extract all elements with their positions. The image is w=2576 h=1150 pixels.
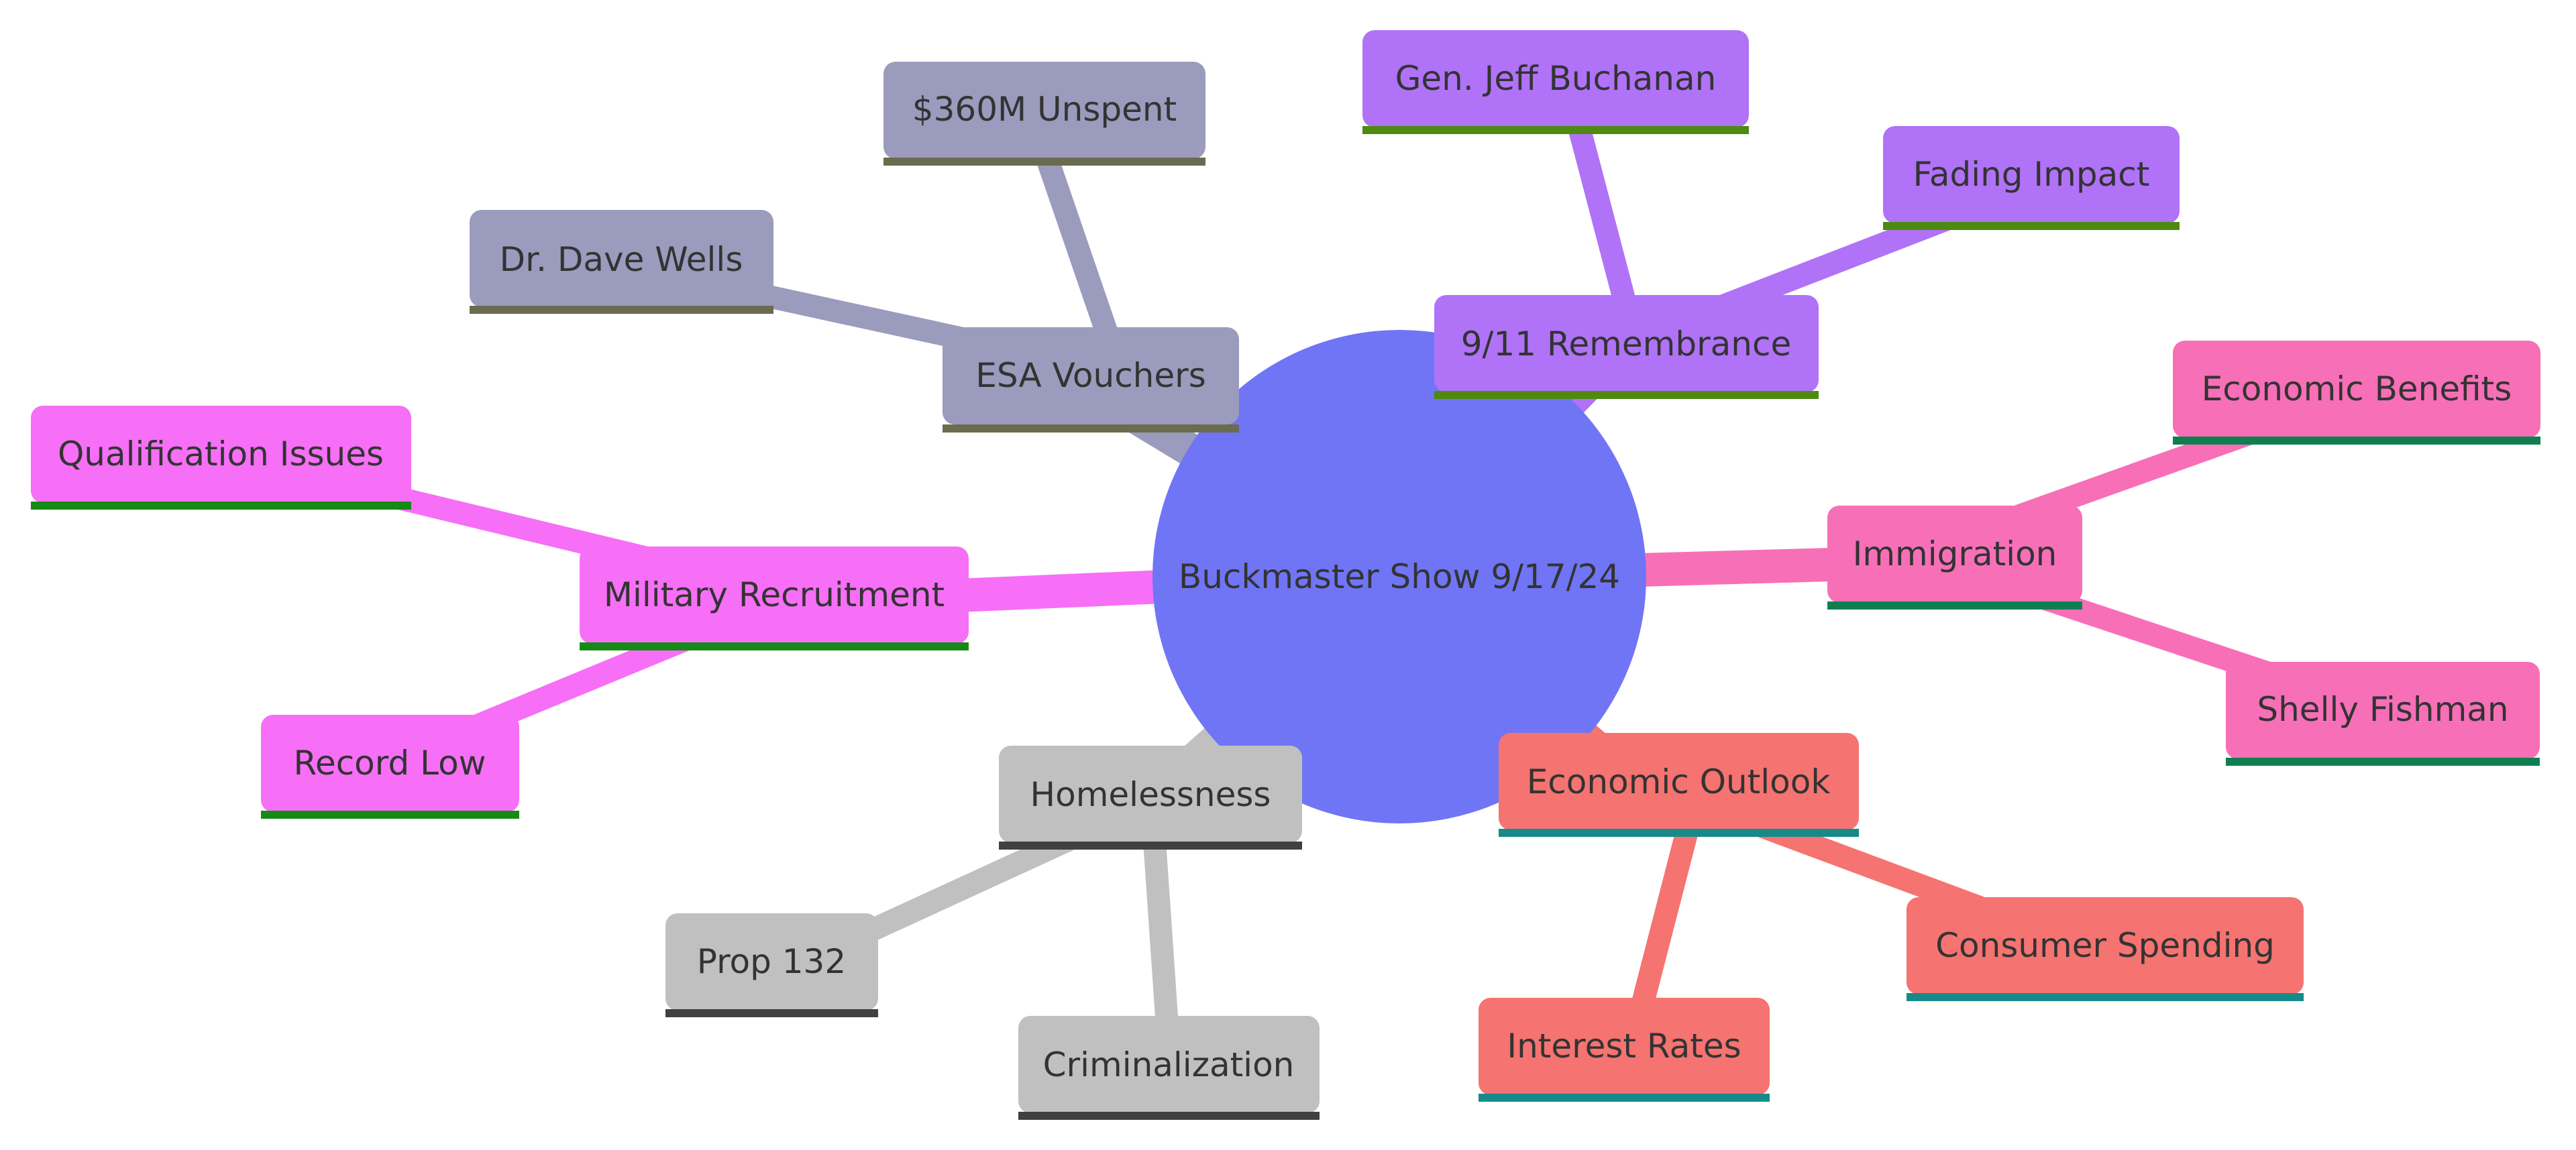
branch-911-remembrance-label: 9/11 Remembrance — [1461, 325, 1791, 363]
node-qualification-issues[interactable]: Qualification Issues — [31, 406, 411, 510]
node-dr-dave-wells-label: Dr. Dave Wells — [500, 240, 743, 279]
branch-economic-outlook-label: Economic Outlook — [1527, 762, 1831, 801]
branch-esa-vouchers-label: ESA Vouchers — [975, 356, 1206, 395]
node-fading-impact-label: Fading Impact — [1913, 155, 2150, 194]
node-360m-unspent[interactable]: $360M Unspent — [883, 62, 1205, 166]
branch-military-recruitment[interactable]: Military Recruitment — [580, 547, 969, 650]
edge-homelessness-13 — [833, 821, 1092, 956]
node-360m-unspent-label: $360M Unspent — [912, 90, 1177, 129]
branch-economic-outlook[interactable]: Economic Outlook — [1499, 733, 1859, 837]
root-node-label: Buckmaster Show 9/17/24 — [1179, 557, 1620, 596]
branch-esa-vouchers[interactable]: ESA Vouchers — [943, 327, 1239, 433]
node-gen-jeff-buchanan-label: Gen. Jeff Buchanan — [1395, 59, 1717, 98]
node-prop-132[interactable]: Prop 132 — [665, 913, 878, 1017]
node-consumer-spending[interactable]: Consumer Spending — [1907, 897, 2304, 1001]
node-economic-benefits-label: Economic Benefits — [2202, 369, 2512, 408]
node-economic-benefits[interactable]: Economic Benefits — [2173, 341, 2540, 445]
node-interest-rates[interactable]: Interest Rates — [1479, 998, 1770, 1102]
node-gen-jeff-buchanan[interactable]: Gen. Jeff Buchanan — [1362, 30, 1749, 134]
node-record-low-label: Record Low — [293, 744, 486, 783]
branch-homelessness-label: Homelessness — [1030, 775, 1271, 814]
node-criminalization[interactable]: Criminalization — [1018, 1016, 1320, 1120]
root-node[interactable] — [1152, 330, 1646, 823]
branch-immigration-label: Immigration — [1853, 534, 2057, 573]
node-criminalization-label: Criminalization — [1043, 1045, 1295, 1084]
branch-homelessness[interactable]: Homelessness — [999, 746, 1302, 850]
node-record-low[interactable]: Record Low — [261, 715, 519, 819]
node-interest-rates-label: Interest Rates — [1507, 1027, 1741, 1066]
branch-911-remembrance[interactable]: 9/11 Remembrance — [1434, 295, 1819, 399]
node-dr-dave-wells[interactable]: Dr. Dave Wells — [470, 210, 773, 314]
node-shelly-fishman-label: Shelly Fishman — [2257, 690, 2508, 729]
node-consumer-spending-label: Consumer Spending — [1935, 926, 2275, 965]
branch-military-recruitment-label: Military Recruitment — [604, 575, 945, 614]
edge-economic-11 — [1625, 815, 1702, 1029]
edge-remembrance-4 — [1565, 114, 1642, 325]
node-qualification-issues-label: Qualification Issues — [58, 435, 384, 473]
edge-esa-1 — [1033, 147, 1128, 366]
edge-homelessness-14 — [1142, 830, 1180, 1047]
node-prop-132-label: Prop 132 — [697, 942, 846, 981]
node-fading-impact[interactable]: Fading Impact — [1883, 126, 2180, 230]
branch-immigration[interactable]: Immigration — [1827, 506, 2082, 610]
node-shelly-fishman[interactable]: Shelly Fishman — [2226, 662, 2540, 766]
